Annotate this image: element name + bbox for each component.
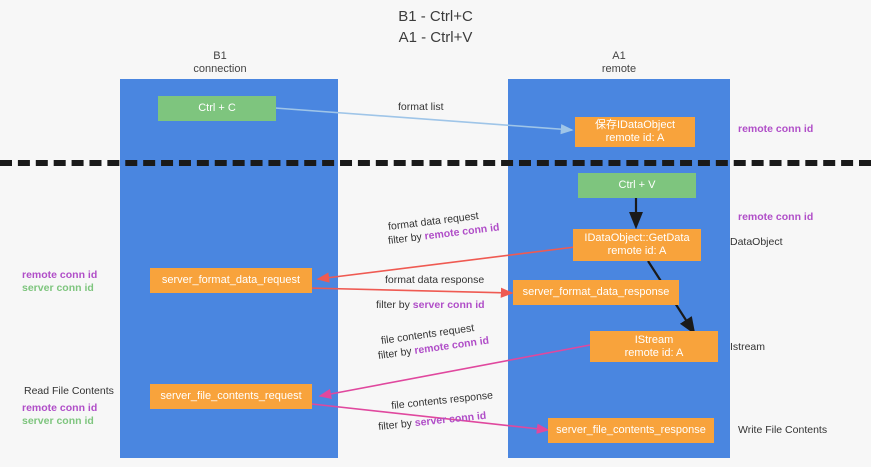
edge-label-format-data-response-filter: filter by server conn id	[376, 299, 485, 312]
annotation-left-server-conn-id: server conn id	[22, 282, 94, 294]
node-ctrl-c-label: Ctrl + C	[198, 102, 236, 114]
node-istream-line2: remote id: A	[624, 346, 684, 359]
node-ctrl-c[interactable]: Ctrl + C	[158, 96, 276, 121]
annotation-istream: Istream	[730, 341, 766, 353]
annotation-write-file-contents: Write File Contents	[738, 424, 828, 436]
node-ctrl-v-label: Ctrl + V	[618, 179, 656, 191]
annotation-read-file-contents: Read File Contents	[24, 385, 114, 397]
lane-header-a1-name: A1	[612, 50, 626, 62]
node-server-file-contents-response[interactable]: server_file_contents_response	[548, 418, 714, 443]
annotation-dataobject: DataObject	[730, 236, 783, 248]
node-istream[interactable]: IStream remote id: A	[590, 331, 718, 362]
annotation-remote-conn-id-mid: remote conn id	[738, 211, 814, 223]
edge-label-format-list: format list	[398, 101, 444, 113]
node-server-format-data-response[interactable]: server_format_data_response	[513, 280, 679, 305]
phase-divider	[0, 160, 871, 166]
node-server-format-data-request-label: server_format_data_request	[161, 274, 301, 286]
node-server-file-contents-response-label: server_file_contents_response	[556, 424, 706, 436]
lane-header-b1-sub: connection	[193, 63, 247, 75]
node-server-file-contents-request-label: server_file_contents_request	[160, 390, 302, 402]
node-ctrl-v[interactable]: Ctrl + V	[578, 173, 696, 198]
node-getdata-line2: remote id: A	[607, 245, 667, 257]
node-getdata-line1: IDataObject::GetData	[584, 232, 690, 244]
filter-prefix-4: filter by	[377, 417, 416, 434]
node-save-dataobject-line2: remote id: A	[605, 132, 665, 144]
lane-header-a1-sub: remote	[601, 63, 637, 75]
filter-key-server-conn-id-1: server conn id	[412, 299, 485, 311]
filter-prefix-2: filter by	[376, 299, 413, 311]
node-server-format-data-response-label: server_format_data_response	[522, 286, 670, 298]
node-getdata[interactable]: IDataObject::GetData remote id: A	[573, 229, 701, 261]
annotation-left-remote-conn-id: remote conn id	[22, 269, 98, 281]
title-line-1: B1 - Ctrl+C	[398, 8, 473, 25]
node-server-file-contents-request[interactable]: server_file_contents_request	[150, 384, 312, 409]
filter-key-server-conn-id-2: server conn id	[414, 409, 487, 430]
node-save-dataobject[interactable]: 保存IDataObject remote id: A	[575, 117, 695, 147]
lane-header-b1: B1 connection	[155, 50, 285, 76]
node-istream-line1: IStream	[634, 333, 674, 346]
title-line-2: A1 - Ctrl+V	[398, 29, 473, 46]
node-server-format-data-request[interactable]: server_format_data_request	[150, 268, 312, 293]
lane-header-a1: A1 remote	[554, 50, 684, 76]
node-save-dataobject-line1: 保存IDataObject	[594, 119, 676, 131]
annotation-left-remote-conn-id-2: remote conn id	[22, 402, 98, 414]
annotation-remote-conn-id-top: remote conn id	[738, 123, 814, 135]
page-title: B1 - Ctrl+C A1 - Ctrl+V	[0, 6, 871, 48]
lane-header-b1-name: B1	[213, 50, 227, 62]
edge-format-data-response	[307, 287, 514, 298]
edge-label-file-contents-response-filter: filter by server conn id	[378, 410, 487, 434]
edge-label-format-data-response: format data response	[385, 274, 485, 286]
annotation-left-server-conn-id-2: server conn id	[22, 415, 94, 427]
